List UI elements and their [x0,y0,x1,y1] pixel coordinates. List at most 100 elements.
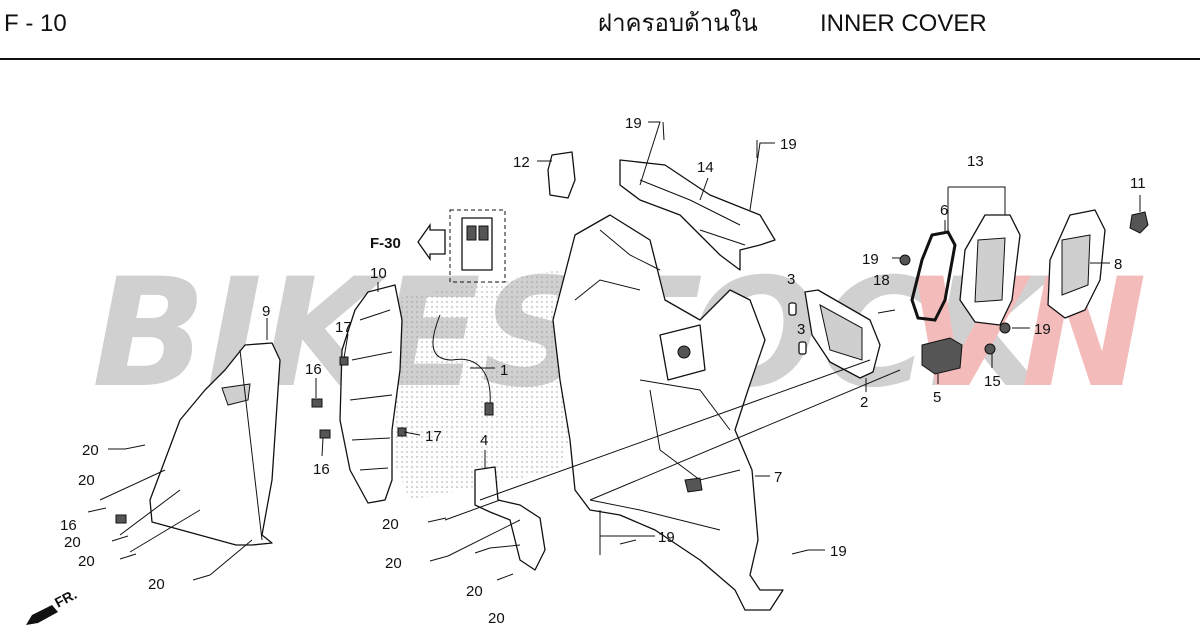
part-13-inner [974,237,1006,303]
part-7-details [574,229,741,531]
bolt-20a [124,444,146,450]
title-thai: ฝาครอบด้านใน [598,9,758,37]
part-6-gasket [910,230,957,322]
callout-8: 8 [1114,256,1122,273]
clip-16a [311,398,323,408]
bolt-20b [87,507,107,513]
callout-10: 10 [370,265,387,282]
nut-19e [899,254,911,266]
part-1-cable [432,314,491,406]
callout-20e: 20 [148,576,165,593]
page-code: F - 10 [4,10,67,37]
part-7-center-hole [677,345,691,359]
watermark-text-right: VN [905,247,1147,421]
bolt-19b [791,549,809,555]
part-1-connector [484,402,494,416]
part-3a-grommet [788,302,797,316]
leader-13 [947,186,1006,232]
callout-20g: 20 [385,555,402,572]
callout-18: 18 [873,272,890,289]
nut-19f [999,322,1011,334]
part-12-clip [547,151,576,199]
bolts [87,121,1011,581]
callout-3b: 3 [797,321,805,338]
leader-17a [343,333,349,359]
bolt-19c [662,121,665,141]
clip-16c [115,514,127,524]
bolt-19a [619,539,637,545]
callout-19d: 19 [1034,321,1051,338]
callout-20b: 20 [78,472,95,489]
callout-2: 2 [860,394,868,411]
shading-area [380,270,600,500]
callout-20a: 20 [82,442,99,459]
callout-19c: 19 [862,251,879,268]
callout-4: 4 [480,432,488,449]
part-8-inner [1061,234,1091,296]
part-7-inner-cover [552,214,784,611]
bolt-20f [427,517,447,523]
ref-box [449,209,506,283]
callout-13: 13 [967,153,984,170]
part-14-details [639,179,746,246]
part-10-inner-panel [339,284,403,504]
bolt-20g [429,555,449,562]
leader-16b [321,437,324,457]
callout-11: 11 [1130,175,1146,192]
dash-leaders [99,469,521,576]
bolt-20h [474,547,491,554]
callout-20d: 20 [78,553,95,570]
leader-17b [403,431,421,436]
bolt-20d [119,553,137,560]
callout-6: 6 [940,202,948,219]
callout-12: 12 [513,154,530,171]
part-5-switch [921,337,963,375]
callout-9: 9 [262,303,270,320]
callout-20h: 20 [466,583,483,600]
bolt-20c [111,535,129,542]
clip-16b [319,429,331,439]
leader-lines [99,121,1141,576]
part-9-window [221,383,251,406]
part-4-bracket [474,466,546,571]
part-7-slot [684,477,703,493]
front-direction-indicator: FR. [26,586,79,625]
callout-7: 7 [774,469,782,486]
bolt-18 [877,309,896,314]
title-english: INNER COVER [820,10,987,37]
callout-5: 5 [933,389,941,406]
part-11-fastener [1129,211,1149,234]
callout-19e: 19 [658,529,675,546]
callout-17a: 17 [335,319,352,336]
ref-arrow-icon [417,222,446,262]
bolt-20i [496,573,514,581]
leader-19-bottom [599,510,655,555]
leader-14 [699,177,709,201]
callout-20f: 20 [382,516,399,533]
callout-16c: 16 [60,517,77,534]
part-9-edge [239,349,263,541]
callout-16a: 16 [305,361,322,378]
callout-16b: 16 [313,461,330,478]
callout-labels: 1 2 3 3 4 5 6 7 8 9 10 11 12 13 14 15 16… [60,115,1146,627]
callout-15: 15 [984,373,1001,390]
fr-label: FR. [52,586,79,611]
callout-19f: 19 [830,543,847,560]
leader-19-top2 [749,142,775,211]
callout-1: 1 [500,362,508,379]
part-10-ribs [349,309,393,471]
ref-pin-2 [478,225,489,241]
callout-3a: 3 [787,271,795,288]
ref-pin-1 [466,225,477,241]
callout-19b: 19 [780,136,797,153]
part-3b-grommet [798,341,807,355]
callout-20i: 20 [488,610,505,627]
callout-19a: 19 [625,115,642,132]
screw-15 [984,343,996,355]
part-2-inner [819,304,863,361]
fr-arrow-icon [26,605,58,625]
clip-17a [339,356,349,366]
callout-20c: 20 [64,534,81,551]
ref-label: F-30 [370,235,401,252]
